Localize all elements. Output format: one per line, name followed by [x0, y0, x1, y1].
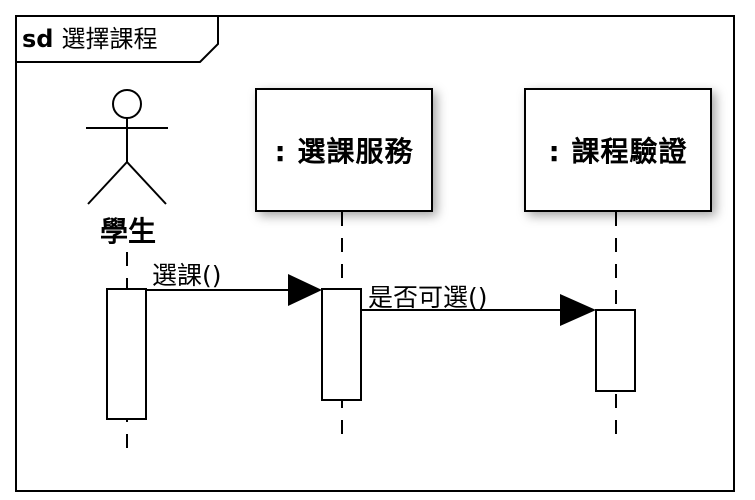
lifeline-box-course-validation: : 課程驗證 [524, 88, 712, 212]
lifeline-box-course-selection-service: : 選課服務 [255, 88, 433, 212]
message-2-arrowhead-icon [560, 294, 596, 326]
frame-name: 選擇課程 [61, 25, 158, 53]
message-1-label: 選課() [152, 261, 222, 290]
lifeline-label: : 選課服務 [274, 135, 414, 168]
actor-activation-bar [106, 288, 147, 420]
actor-label: 學生 [99, 215, 156, 248]
frame-name-tab [16, 16, 219, 63]
frame-keyword: sd [22, 25, 54, 53]
message-2-label: 是否可選() [368, 283, 488, 312]
lifeline-label: : 課程驗證 [548, 135, 688, 168]
message-1-arrowhead-icon [288, 274, 322, 306]
validation-activation-bar [595, 309, 636, 392]
service-activation-bar [321, 288, 362, 401]
actor-stick-figure-icon [86, 89, 168, 205]
